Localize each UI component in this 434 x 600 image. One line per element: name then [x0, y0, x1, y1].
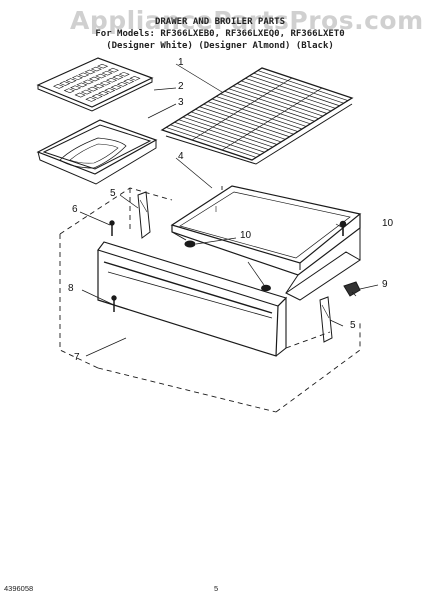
drawer-front-panel	[97, 241, 288, 357]
drawer-slide-right	[319, 296, 333, 343]
leader-lines	[79, 63, 379, 357]
callout-9: 9	[382, 279, 388, 290]
diagram-title: DRAWER AND BROILER PARTS	[154, 17, 286, 27]
assembly-outline	[59, 186, 361, 413]
document-number: 4396058	[4, 584, 34, 593]
oven-rack	[160, 67, 354, 165]
callout-4: 4	[178, 151, 184, 162]
broiler-grid	[36, 57, 154, 112]
callout-1: 1	[178, 57, 184, 68]
drawer-slide-left	[137, 191, 151, 239]
callout-10-left: 10	[240, 230, 252, 241]
callout-3: 3	[178, 97, 184, 108]
diagram-header: DRAWER AND BROILER PARTS For Models: RF3…	[90, 16, 350, 52]
callout-5-left: 5	[110, 188, 116, 199]
page-number: 5	[214, 584, 219, 593]
screw-10-upper	[339, 220, 347, 236]
screw-6	[109, 220, 115, 236]
callout-2: 2	[178, 81, 184, 92]
screw-8	[111, 295, 117, 312]
model-list: For Models: RF366LXEB0, RF366LXEQ0, RF36…	[95, 29, 345, 39]
screw-10-drawer-left	[184, 240, 196, 248]
watermark: AppliancePartsPros.com	[70, 6, 424, 35]
callout-10-right: 10	[382, 218, 394, 229]
color-variants: (Designer White) (Designer Almond) (Blac…	[106, 41, 334, 51]
screw-10-drawer-right	[261, 284, 271, 292]
drawer-body	[170, 185, 362, 301]
callout-7: 7	[74, 352, 80, 363]
broiler-pan	[36, 119, 158, 185]
callout-8: 8	[68, 283, 74, 294]
clip-9	[343, 281, 361, 297]
callout-5-right: 5	[350, 320, 356, 331]
callout-6: 6	[72, 204, 78, 215]
